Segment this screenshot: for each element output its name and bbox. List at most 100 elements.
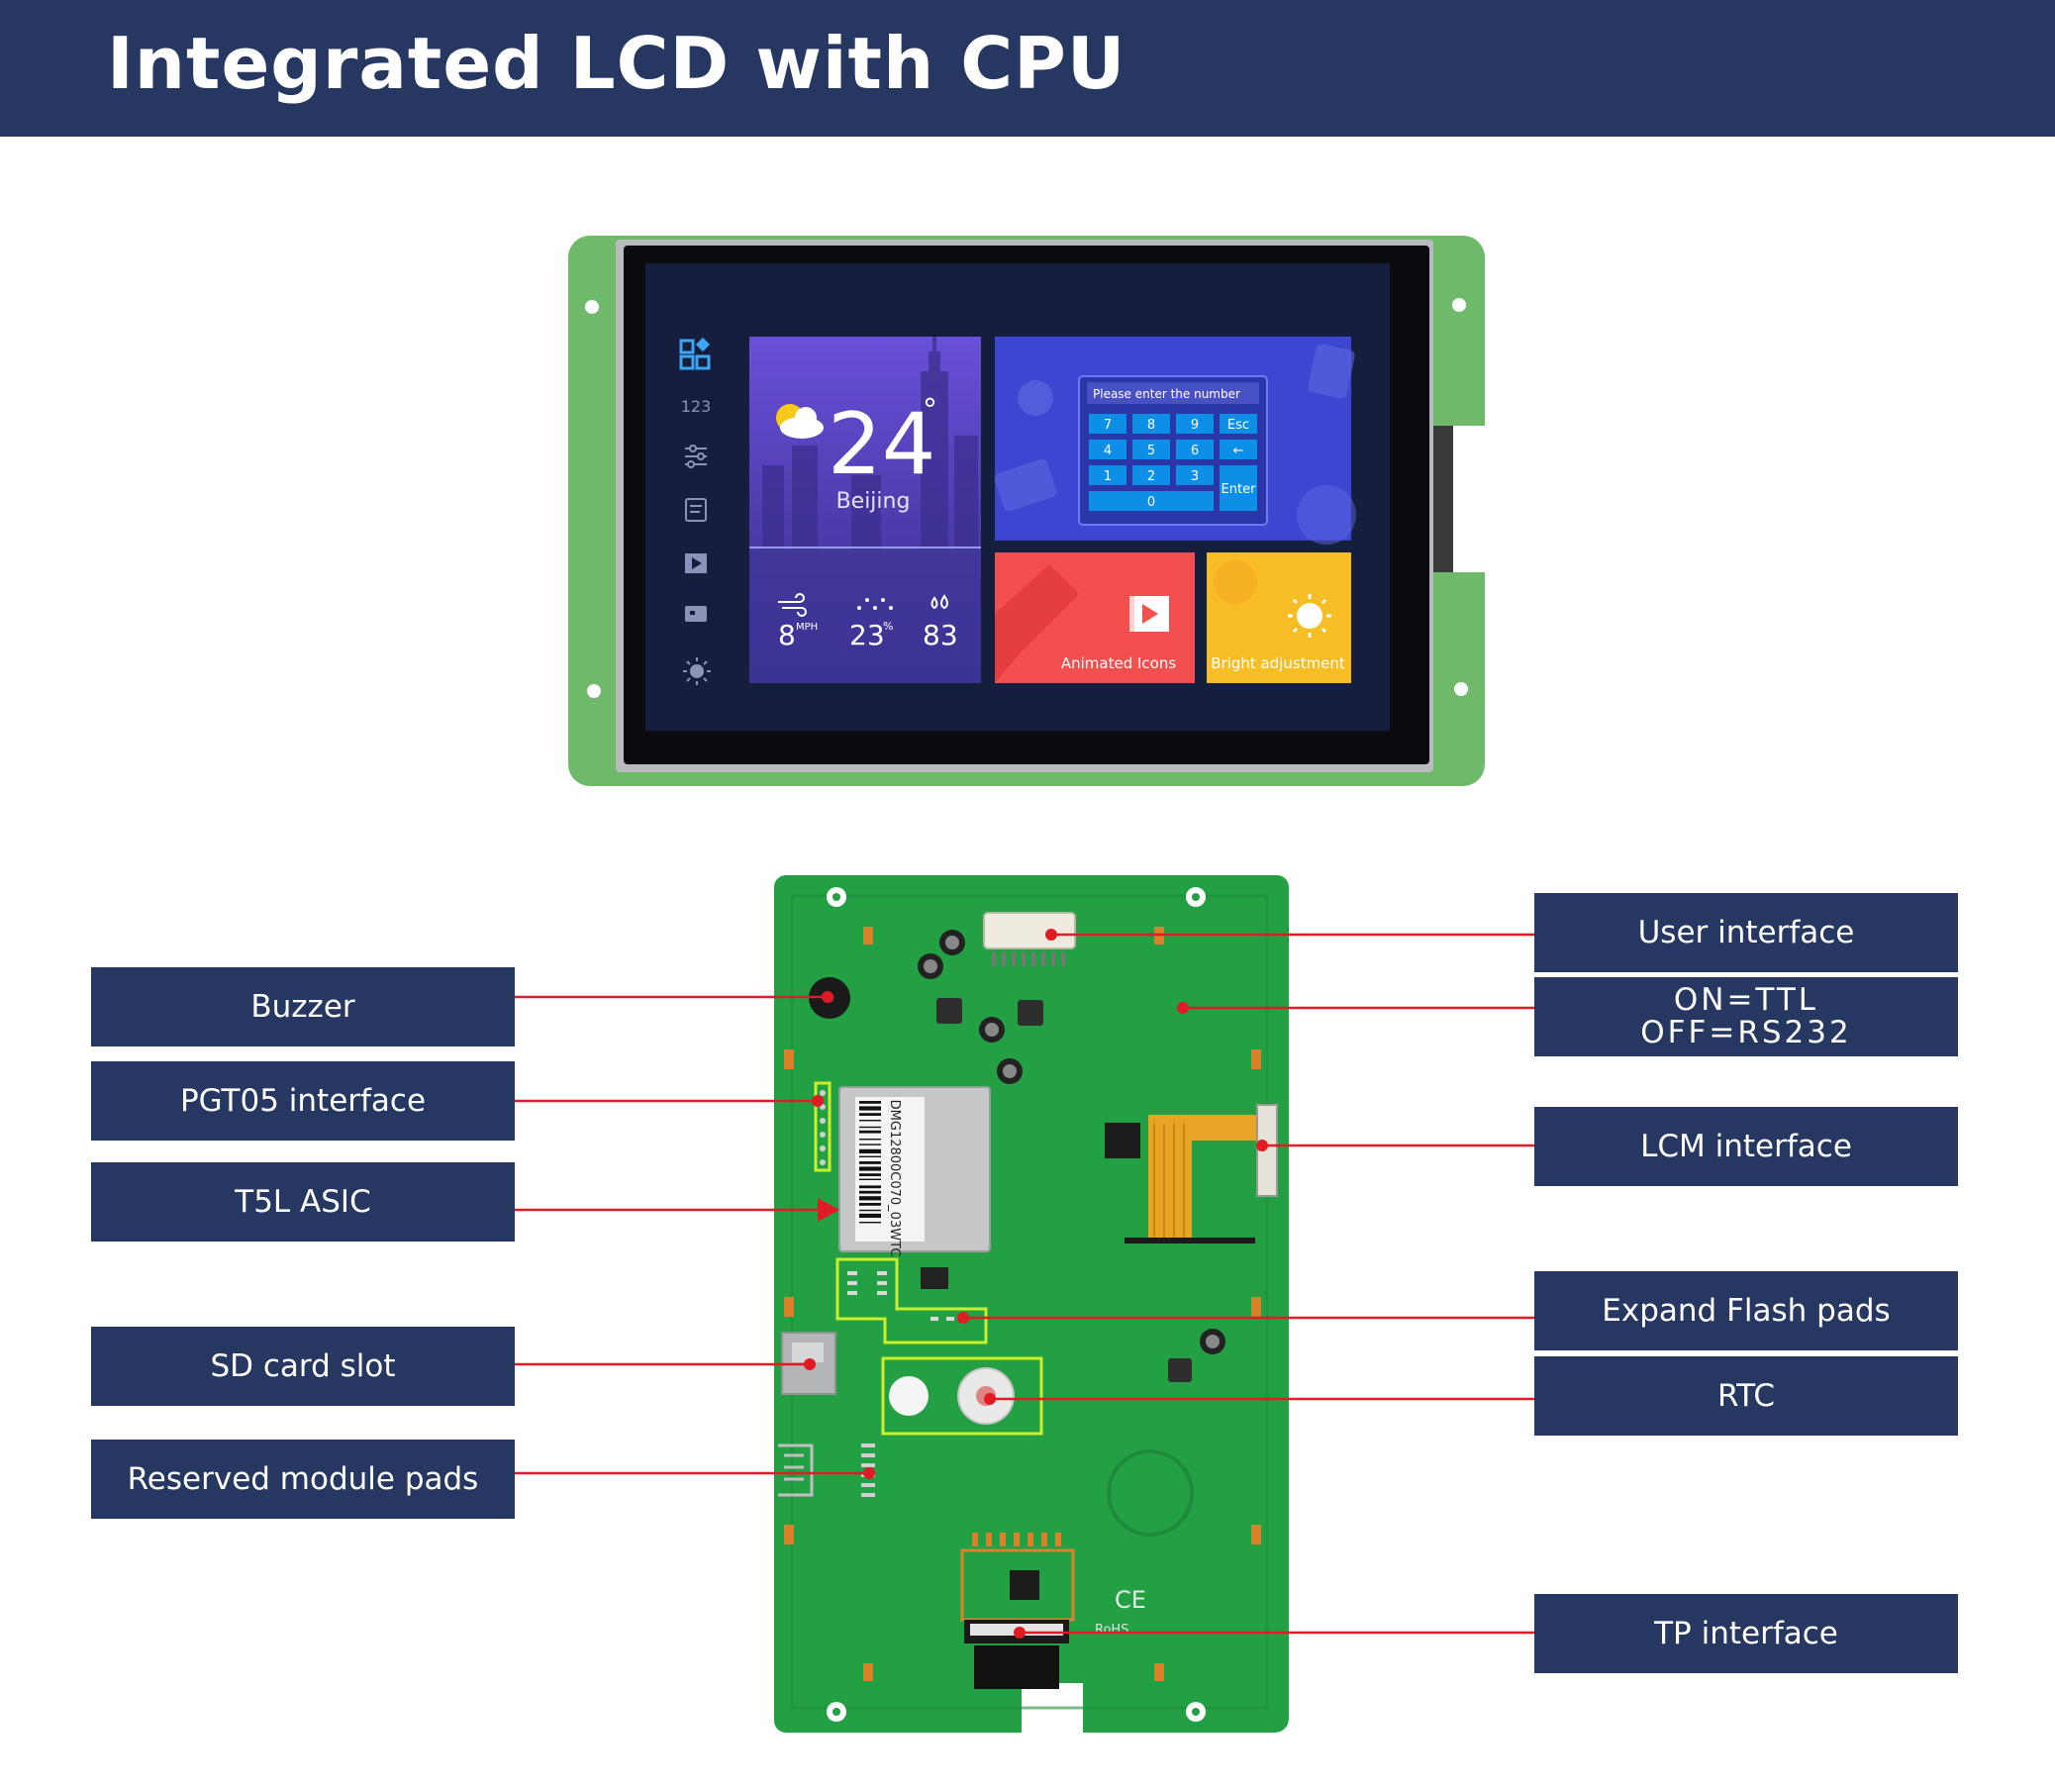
keypad-key-label[interactable]: 1: [1104, 469, 1112, 484]
numbers-icon[interactable]: 123: [681, 397, 712, 416]
label-buzzer-text: Buzzer: [250, 988, 355, 1025]
barcode-bar: [859, 1185, 881, 1189]
label-sd-text: SD card slot: [210, 1347, 396, 1384]
bright-adjustment-label: Bright adjustment: [1211, 654, 1345, 672]
label-tp-interface: TP interface: [1534, 1594, 1958, 1673]
label-ttl-line1: ON=TTL: [1673, 982, 1819, 1018]
keypad-key-bg[interactable]: [1220, 440, 1257, 459]
label-pgt05-interface: PGT05 interface: [91, 1061, 515, 1141]
barcode-bar: [859, 1213, 881, 1218]
wind-icon: [778, 593, 807, 617]
film-icon: [1129, 596, 1169, 632]
barcode-bar: [859, 1130, 881, 1134]
keypad-key-label[interactable]: Enter: [1222, 482, 1257, 497]
keypad-key-label[interactable]: ←: [1233, 444, 1244, 458]
pcb-back: DMG12800C070_03WTC: [774, 875, 1289, 1733]
wind-value: 8: [778, 619, 796, 651]
label-lcm-text: LCM interface: [1640, 1128, 1852, 1164]
keypad-key-bg[interactable]: [1132, 440, 1170, 459]
keypad-key-bg[interactable]: [1176, 465, 1214, 485]
keypad-key-bg[interactable]: [1089, 465, 1126, 485]
keypad-key-label[interactable]: 6: [1191, 444, 1199, 458]
barcode-bar: [859, 1196, 881, 1201]
barcode-bar: [859, 1139, 881, 1141]
label-expand-flash-pads: Expand Flash pads: [1534, 1271, 1958, 1350]
label-buzzer: Buzzer: [91, 967, 515, 1046]
barcode-bar: [859, 1144, 881, 1145]
apps-icon[interactable]: [679, 337, 711, 370]
ce-mark: CE: [1115, 1586, 1146, 1614]
keypad-key-bg[interactable]: [1089, 440, 1126, 459]
label-pgt05-text: PGT05 interface: [179, 1082, 427, 1119]
label-user-interface: User interface: [1534, 893, 1958, 972]
keypad-key-label[interactable]: 2: [1147, 469, 1155, 484]
label-flash-text: Expand Flash pads: [1602, 1292, 1891, 1329]
weather-temp: 24: [828, 395, 935, 494]
keypad-key-bg[interactable]: [1089, 414, 1126, 434]
keypad-key-bg[interactable]: [1176, 440, 1214, 459]
weather-city: Beijing: [836, 489, 911, 514]
sliders-icon[interactable]: [685, 445, 707, 468]
wind-unit: MPH: [796, 622, 818, 633]
label-rtc: RTC: [1534, 1356, 1958, 1436]
keypad-tile[interactable]: Please enter the number 7 8 9 Esc 4 5 6 ← 1 2 3Ent…: [993, 337, 1356, 545]
keypad-key-label[interactable]: 4: [1104, 444, 1112, 458]
barcode-bar: [859, 1222, 881, 1224]
animated-icons-label: Animated Icons: [1061, 654, 1176, 672]
keypad-key-label[interactable]: 7: [1104, 418, 1112, 433]
humidity-value: 23: [849, 619, 885, 651]
keypad-key-label[interactable]: 5: [1147, 444, 1155, 458]
keypad-key-bg[interactable]: [1132, 465, 1170, 485]
keypad-prompt: Please enter the number: [1093, 387, 1240, 401]
sun-icon[interactable]: [683, 657, 711, 685]
barcode-bar: [859, 1178, 881, 1180]
keypad-key-bg[interactable]: [1220, 465, 1257, 511]
barcode-bar: [859, 1155, 881, 1157]
note-icon[interactable]: [685, 498, 707, 522]
humidity-icon: [857, 598, 893, 610]
barcode-bar: [859, 1106, 881, 1111]
header-bar: Integrated LCD with CPU: [0, 0, 2055, 137]
keypad-key-bg[interactable]: [1132, 414, 1170, 434]
card-icon[interactable]: [685, 606, 707, 622]
keypad-key-label[interactable]: 8: [1147, 418, 1155, 433]
label-t5l-text: T5L ASIC: [235, 1183, 371, 1220]
barcode-bar: [859, 1190, 881, 1194]
chip-barcode: [859, 1101, 881, 1224]
barcode-bar: [859, 1126, 881, 1129]
weather-degree: °: [923, 393, 937, 428]
label-sd-card-slot: SD card slot: [91, 1327, 515, 1406]
label-reserved-text: Reserved module pads: [127, 1460, 479, 1497]
rain-value: 83: [923, 619, 958, 651]
barcode-bar: [859, 1161, 881, 1164]
bright-adjustment-tile[interactable]: Bright adjustment: [1207, 552, 1351, 683]
page-title: Integrated LCD with CPU: [107, 22, 1126, 105]
barcode-bar: [859, 1101, 881, 1104]
barcode-bar: [859, 1209, 881, 1212]
keypad-key-label[interactable]: 3: [1191, 469, 1199, 484]
video-icon[interactable]: [685, 553, 707, 573]
barcode-bar: [859, 1120, 881, 1122]
keypad-key-label[interactable]: 0: [1147, 495, 1155, 510]
rain-icon: [930, 594, 948, 610]
label-rtc-text: RTC: [1716, 1377, 1776, 1414]
humidity-unit: %: [883, 620, 893, 633]
barcode-bar: [859, 1203, 881, 1206]
keypad-key-bg[interactable]: [1176, 414, 1214, 434]
barcode-bar: [859, 1173, 881, 1176]
animated-icons-tile[interactable]: Animated Icons: [995, 552, 1195, 683]
keypad-key-bg[interactable]: [1220, 414, 1257, 434]
rohs-mark: RoHS: [1095, 1623, 1128, 1638]
brightness-icon: [1288, 594, 1331, 638]
keypad-key-bg[interactable]: [1089, 491, 1214, 511]
barcode-bar: [859, 1113, 881, 1116]
barcode-bar: [859, 1148, 881, 1153]
weather-tile[interactable]: 24 ° Beijing 8 MPH 23 % 83: [749, 337, 981, 683]
keypad-key-label[interactable]: Esc: [1227, 418, 1249, 433]
keypad-key-label[interactable]: 9: [1191, 418, 1199, 433]
label-user-text: User interface: [1637, 914, 1855, 950]
label-tp-text: TP interface: [1654, 1615, 1838, 1651]
leader-lines: [515, 929, 1534, 1639]
